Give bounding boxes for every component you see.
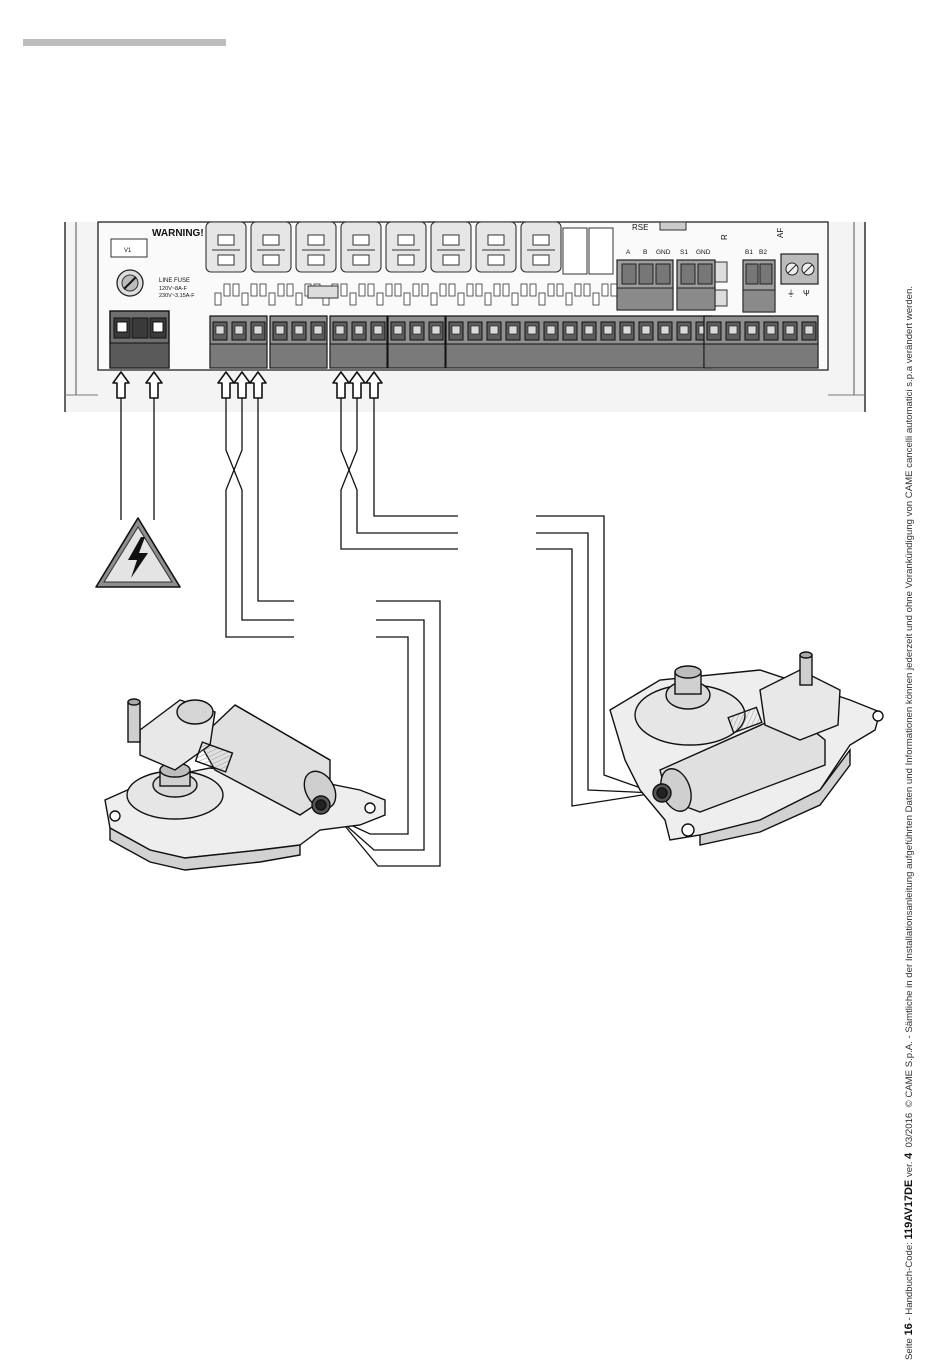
svg-text:Ψ: Ψ — [803, 289, 810, 298]
gear-motor-1 — [104, 698, 386, 871]
af-label: AF — [776, 228, 785, 238]
terminal-b1: B1 — [745, 249, 753, 256]
connection-arrows — [112, 371, 383, 399]
m2-wire-c2 — [536, 515, 656, 794]
footer-page-prefix: Seite — [904, 1338, 915, 1360]
fuse-spec-1: 120V~8A-F — [159, 286, 188, 292]
gear-motor-2 — [609, 651, 884, 846]
relay — [250, 221, 292, 273]
header-bar — [23, 39, 226, 46]
terminal-gnd: GND — [656, 249, 671, 256]
terminal-s1: S1 — [680, 249, 688, 256]
m2-wire-c — [373, 398, 458, 517]
relay-row — [205, 221, 614, 275]
rs485-terminal-block: A B GND — [616, 249, 674, 311]
m2-wire-a — [340, 398, 458, 534]
m1-wire-b2 — [339, 636, 409, 835]
footer-copyright: © CAME S.p.A. - Sämtliche in der Install… — [904, 285, 915, 1108]
rse-label: RSE — [632, 223, 648, 232]
m1-wire-a — [225, 398, 294, 621]
relay — [385, 221, 427, 273]
svg-text:⏚: ⏚ — [787, 289, 795, 298]
antenna-terminal: ⏚ Ψ — [780, 253, 819, 298]
m2-wire-a2 — [536, 532, 656, 794]
control-board: WARNING! V1 LINE FUSE 120V~8A-F 230V~3,1… — [64, 221, 866, 412]
relay — [430, 221, 472, 273]
relay — [295, 221, 337, 273]
m1-wire-b — [225, 398, 294, 638]
footer-version: 4 — [903, 1152, 915, 1159]
terminal-a: A — [626, 249, 631, 256]
b-terminal-block: B1 B2 — [742, 249, 776, 313]
component-row — [214, 261, 728, 307]
m2-wire-b2 — [536, 548, 656, 807]
warning-label: WARNING! — [152, 228, 204, 239]
power-terminal-block — [109, 310, 170, 369]
m1-wire-c — [257, 398, 294, 602]
high-voltage-warning-icon — [95, 517, 181, 588]
s1-terminal-block: S1 GND — [676, 249, 716, 311]
footer-text: Seite 16 - Handbuch-Code: 119AV17DE ver.… — [903, 286, 916, 1360]
m2-wire-b — [340, 398, 458, 550]
footer-code: 119AV17DE — [903, 1179, 915, 1240]
footer-page-number: 16 — [903, 1323, 915, 1336]
relay — [205, 221, 247, 273]
terminal-s1-gnd: GND — [696, 249, 711, 256]
m1-wire-a2 — [339, 619, 425, 851]
relay — [340, 221, 382, 273]
terminal-b: B — [643, 249, 647, 256]
footer-date: 03/2016 — [904, 1112, 915, 1148]
m1-wire-c2 — [339, 600, 441, 867]
terminal-b2: B2 — [759, 249, 767, 256]
fuse-label: LINE FUSE — [159, 278, 190, 284]
main-terminal-strip — [209, 315, 819, 369]
fuse-spec-2: 230V~3,15A-F — [159, 293, 195, 299]
relay — [520, 221, 562, 273]
footer-version-prefix: ver. — [904, 1161, 915, 1178]
v1-label: V1 — [124, 248, 132, 254]
relay — [475, 221, 517, 273]
svg-text:R: R — [720, 234, 729, 240]
wiring — [120, 398, 656, 867]
footer-code-prefix: - Handbuch-Code: — [904, 1242, 915, 1321]
